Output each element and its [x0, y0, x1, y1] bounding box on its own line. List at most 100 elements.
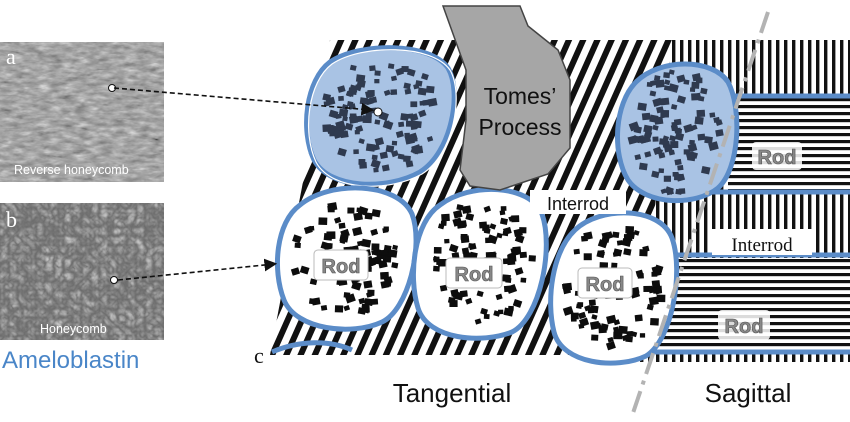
crystallite: [379, 151, 389, 160]
crystallite: [662, 135, 670, 142]
crystallite: [452, 291, 463, 300]
crystallite: [459, 290, 468, 298]
crystallite: [514, 267, 524, 276]
crystallite: [652, 136, 659, 142]
crystallite: [373, 167, 379, 173]
crystallite: [701, 165, 711, 175]
crystallite: [410, 146, 420, 155]
crystallite: [403, 155, 411, 163]
crystallite: [441, 213, 450, 222]
crystallite: [631, 286, 640, 295]
crystal-cluster: [290, 202, 399, 315]
crystallite: [583, 253, 592, 261]
crystallite: [649, 90, 657, 97]
crystallite: [591, 314, 598, 320]
crystallite: [364, 212, 373, 220]
crystallite: [417, 87, 427, 96]
crystallite: [506, 257, 516, 266]
crystallite: [439, 284, 448, 292]
crystallite: [668, 69, 675, 75]
crystallite: [338, 126, 345, 132]
crystallite: [391, 140, 398, 146]
crystallite: [650, 317, 659, 326]
crystallite: [361, 238, 372, 248]
crystallite: [600, 323, 609, 331]
crystallite: [704, 136, 713, 144]
crystallite: [607, 336, 614, 343]
crystallite: [370, 228, 379, 236]
crystallite: [671, 125, 678, 132]
crystallite: [391, 150, 399, 158]
crystallite: [401, 66, 409, 73]
crystallite: [374, 137, 385, 146]
crystallite: [326, 126, 335, 134]
crystallite: [670, 141, 679, 148]
crystallite: [356, 207, 362, 213]
crystallite: [666, 188, 674, 196]
crystallite: [328, 109, 339, 119]
svg-text:Rod: Rod: [455, 264, 494, 286]
crystallite: [503, 307, 514, 317]
crystallite: [320, 304, 328, 311]
crystallite: [715, 129, 724, 137]
crystallite: [422, 99, 430, 106]
crystallite: [337, 85, 346, 93]
crystallite: [652, 97, 663, 107]
crystallite: [487, 234, 498, 245]
crystallite: [651, 265, 661, 274]
crystallite: [352, 226, 363, 237]
crystallite: [696, 109, 706, 118]
panel-b-caption: Honeycomb: [40, 322, 107, 336]
crystallite: [365, 90, 375, 99]
crystallite: [578, 323, 585, 329]
crystallite: [598, 250, 605, 256]
crystallite: [677, 164, 684, 171]
crystallite: [561, 283, 569, 289]
crystallite: [410, 101, 418, 108]
crystallite: [374, 70, 381, 76]
crystallite: [648, 285, 657, 294]
crystallite: [578, 311, 587, 320]
crystallite: [658, 152, 666, 159]
crystallite: [405, 120, 414, 127]
crystallite: [437, 223, 445, 230]
crystallite: [469, 251, 478, 260]
crystallite: [637, 102, 647, 112]
rod-upper-right: [615, 61, 740, 204]
crystallite: [397, 153, 405, 160]
crystallite: [691, 81, 700, 89]
tangential-interrod-label: Interrod: [530, 190, 626, 214]
crystallite: [339, 238, 346, 244]
crystallite: [604, 231, 614, 240]
crystallite: [656, 294, 666, 303]
crystallite: [502, 226, 512, 235]
crystallite: [337, 147, 347, 157]
crystallite: [641, 112, 651, 121]
crystallite: [378, 259, 388, 269]
crystallite: [308, 298, 317, 305]
panel-b-letter: b: [6, 207, 17, 232]
crystallite: [448, 243, 459, 253]
crystallite: [493, 310, 501, 317]
crystallite: [519, 227, 527, 234]
crystallite: [449, 300, 458, 307]
tangential-label: Tangential: [393, 378, 512, 408]
crystallite: [433, 265, 440, 272]
crystallite: [308, 225, 315, 231]
crystallite: [625, 335, 633, 343]
crystallite: [695, 77, 703, 84]
crystallite: [365, 143, 376, 152]
crystallite: [605, 341, 616, 351]
crystallite: [690, 124, 698, 131]
crystallite: [633, 229, 640, 236]
crystallite: [664, 79, 671, 86]
crystallite: [479, 221, 488, 229]
crystallite: [646, 303, 654, 311]
crystallite: [577, 302, 584, 308]
crystallite: [512, 246, 522, 255]
crystallite: [638, 162, 648, 171]
tomes-process: Tomes’ Process: [441, 5, 571, 191]
crystallite: [381, 164, 390, 172]
crystallite: [502, 274, 511, 282]
crystallite: [347, 207, 355, 214]
